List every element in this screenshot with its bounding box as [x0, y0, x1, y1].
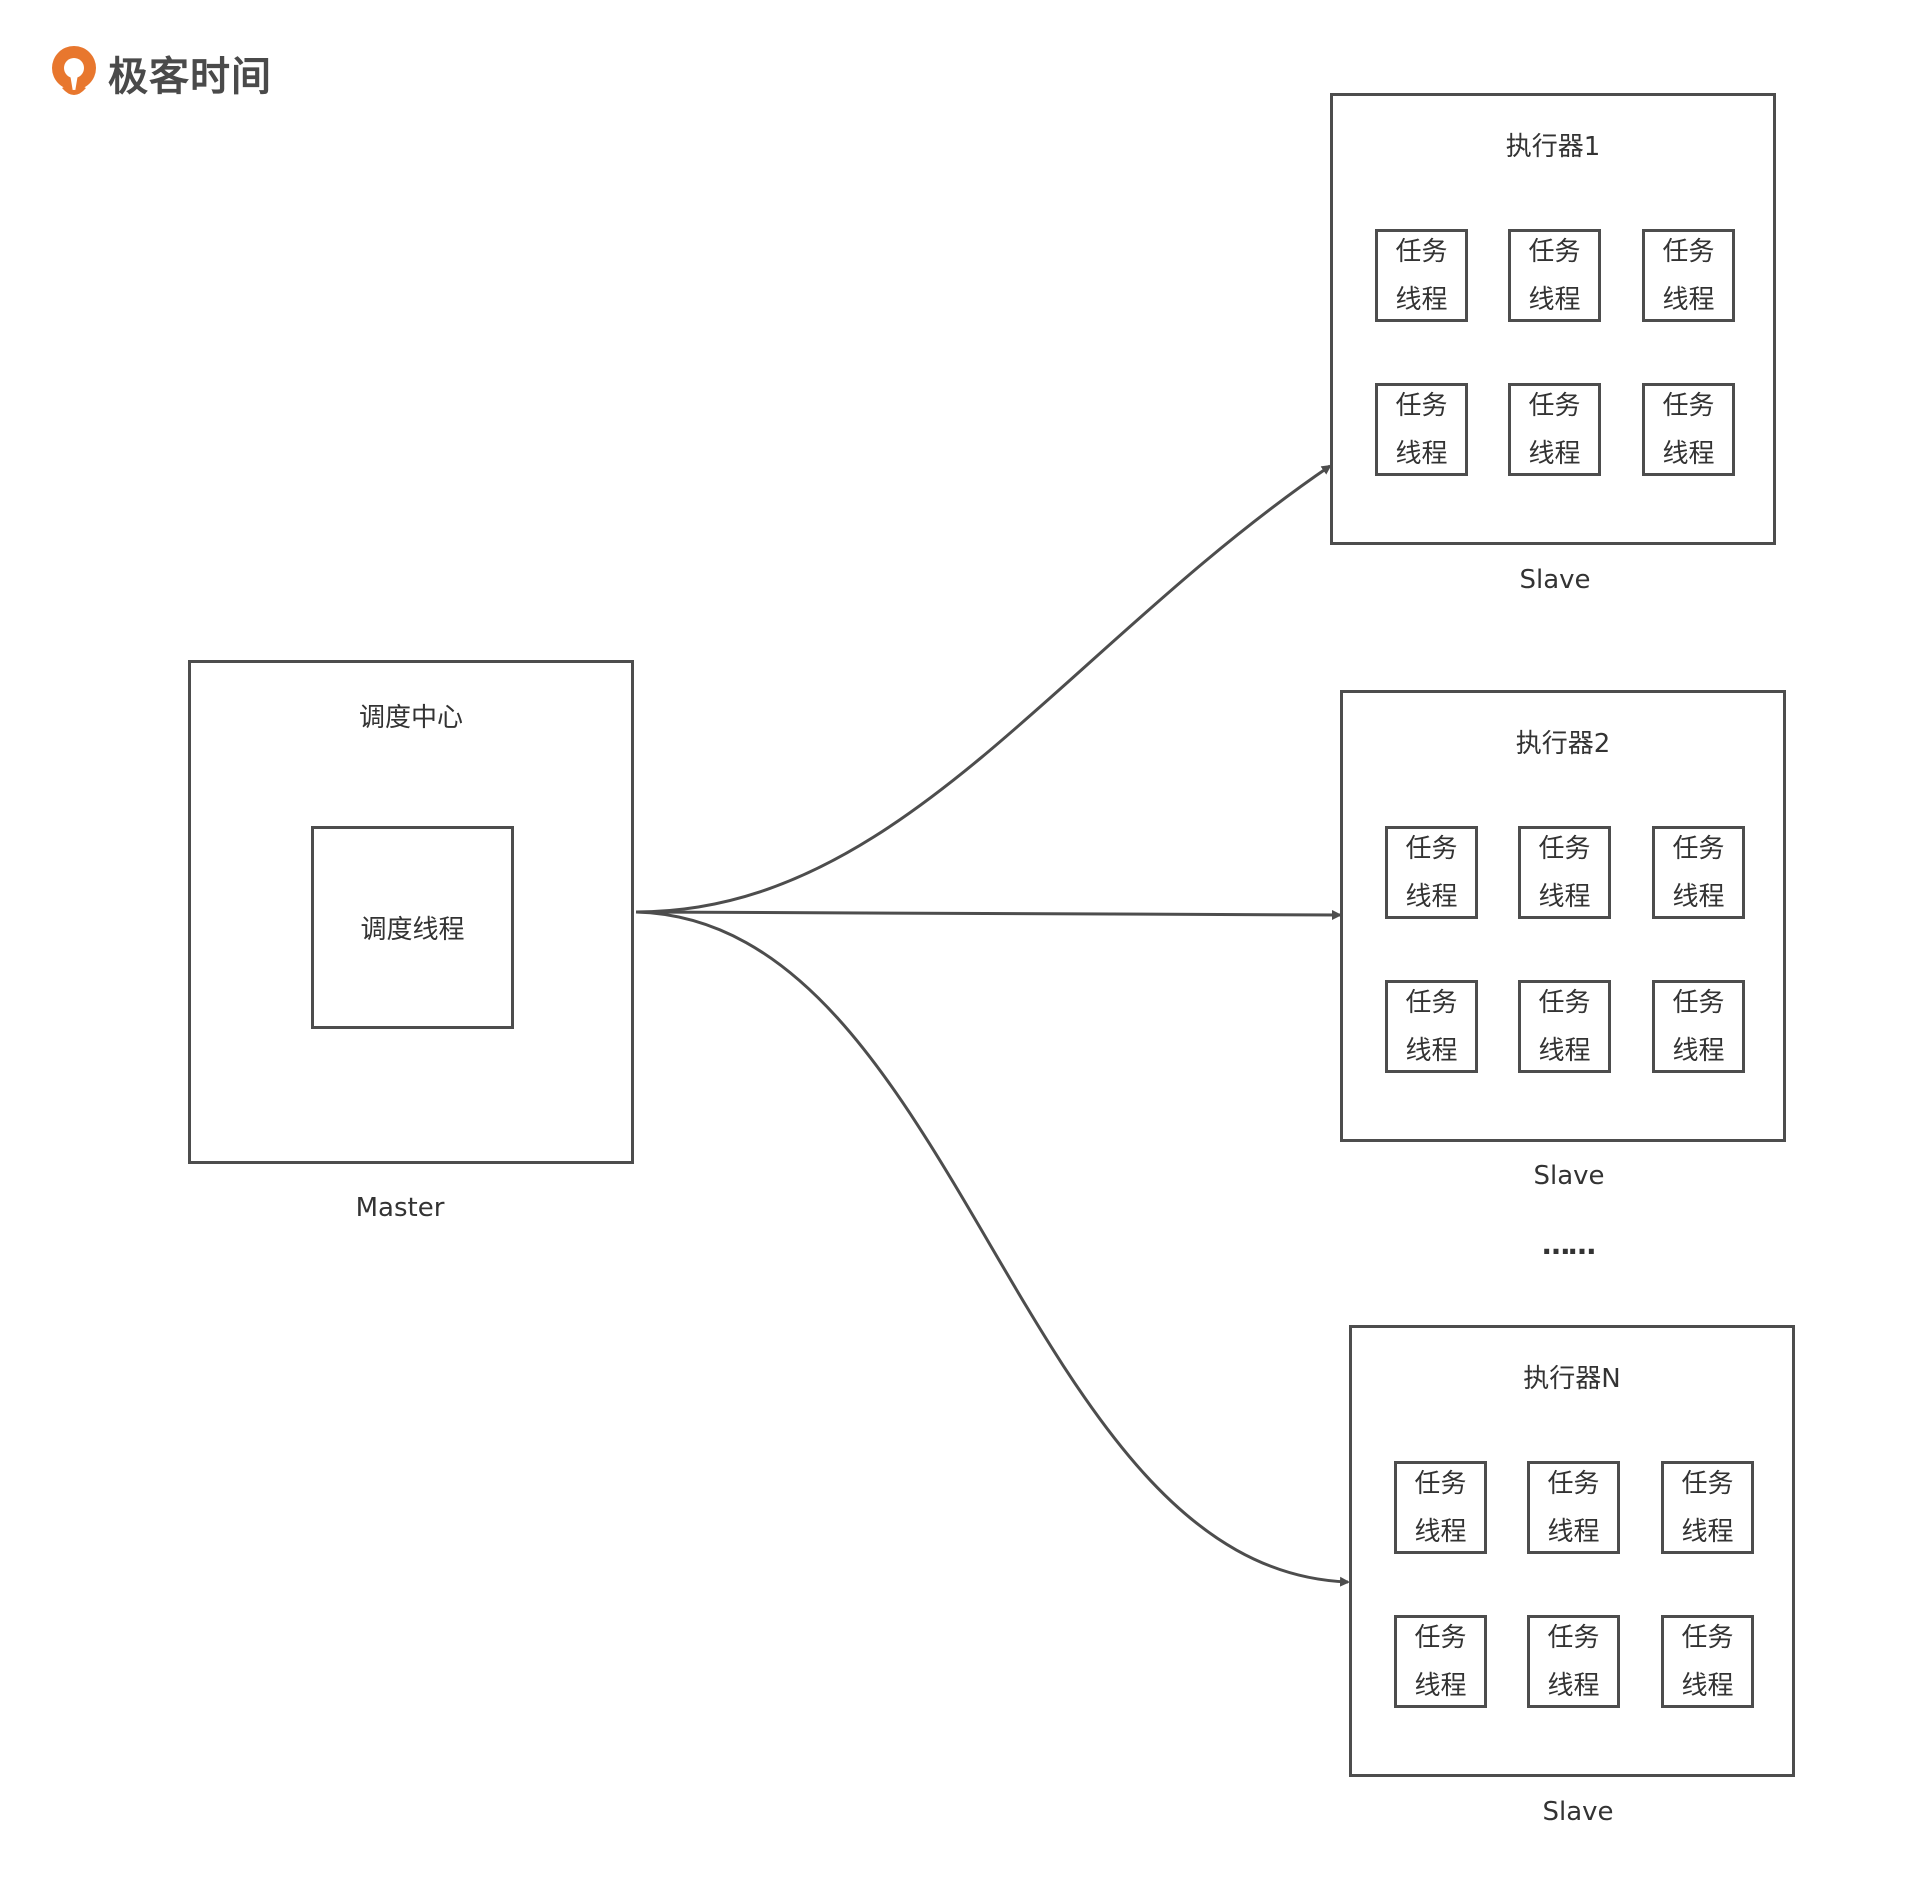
geektime-logo-icon	[52, 46, 96, 98]
task-thread-label-line1: 任务	[1547, 1622, 1600, 1653]
task-thread-label-line1: 任务	[1672, 987, 1725, 1018]
executor-box-2: 执行器2 任务线程任务线程任务线程任务线程任务线程任务线程	[1340, 690, 1786, 1142]
task-thread-box: 任务线程	[1642, 383, 1735, 476]
task-thread-label-line1: 任务	[1405, 833, 1458, 864]
task-thread-label-line2: 线程	[1414, 1516, 1467, 1547]
task-thread-box: 任务线程	[1652, 826, 1745, 919]
task-thread-box: 任务线程	[1518, 980, 1611, 1073]
brand-logo-text: 极客时间	[108, 54, 272, 100]
scheduler-thread-box: 调度线程	[311, 826, 514, 1029]
task-thread-label-line2: 线程	[1395, 438, 1448, 469]
task-thread-box: 任务线程	[1385, 826, 1478, 919]
task-thread-label-line1: 任务	[1538, 833, 1591, 864]
task-thread-label-line2: 线程	[1672, 1035, 1725, 1066]
task-thread-box: 任务线程	[1375, 229, 1468, 322]
arrow-to-executor-1	[635, 464, 1332, 914]
master-title: 调度中心	[358, 703, 463, 733]
task-thread-box: 任务线程	[1661, 1461, 1754, 1554]
executor-title: 执行器1	[1505, 132, 1601, 162]
task-thread-label-line2: 线程	[1681, 1670, 1734, 1701]
task-thread-label-line2: 线程	[1662, 284, 1715, 315]
arrow-to-executor-n	[635, 910, 1350, 1587]
task-thread-label-line2: 线程	[1538, 1035, 1591, 1066]
task-thread-box: 任务线程	[1508, 229, 1601, 322]
executor-box-n: 执行器N 任务线程任务线程任务线程任务线程任务线程任务线程	[1349, 1325, 1795, 1777]
executor-caption-1: Slave	[1519, 565, 1591, 595]
brand-logo: 极客时间	[48, 44, 272, 102]
task-thread-label-line1: 任务	[1681, 1468, 1734, 1499]
task-thread-label-line2: 线程	[1395, 284, 1448, 315]
task-thread-label-line2: 线程	[1672, 881, 1725, 912]
task-thread-label-line1: 任务	[1547, 1468, 1600, 1499]
task-thread-label-line2: 线程	[1405, 881, 1458, 912]
task-thread-label-line1: 任务	[1662, 236, 1715, 267]
task-thread-label-line2: 线程	[1662, 438, 1715, 469]
task-thread-label-line1: 任务	[1538, 987, 1591, 1018]
executor-title: 执行器2	[1515, 729, 1611, 759]
arrow-to-executor-2	[635, 909, 1342, 920]
executor-title: 执行器N	[1523, 1364, 1621, 1394]
task-thread-label-line1: 任务	[1672, 833, 1725, 864]
task-thread-box: 任务线程	[1508, 383, 1601, 476]
task-thread-box: 任务线程	[1661, 1615, 1754, 1708]
task-thread-box: 任务线程	[1394, 1461, 1487, 1554]
task-thread-label-line1: 任务	[1395, 236, 1448, 267]
task-thread-label-line1: 任务	[1681, 1622, 1734, 1653]
task-thread-box: 任务线程	[1642, 229, 1735, 322]
task-thread-label-line1: 任务	[1395, 390, 1448, 421]
task-thread-box: 任务线程	[1527, 1615, 1620, 1708]
task-thread-label-line1: 任务	[1405, 987, 1458, 1018]
task-thread-label-line2: 线程	[1528, 284, 1581, 315]
task-thread-label-line2: 线程	[1547, 1670, 1600, 1701]
task-thread-label-line1: 任务	[1528, 390, 1581, 421]
task-thread-box: 任务线程	[1518, 826, 1611, 919]
task-thread-label-line2: 线程	[1528, 438, 1581, 469]
more-executors-ellipsis: ……	[1542, 1228, 1596, 1261]
task-thread-label-line2: 线程	[1538, 881, 1591, 912]
task-thread-box: 任务线程	[1394, 1615, 1487, 1708]
task-thread-label-line1: 任务	[1528, 236, 1581, 267]
master-caption: Master	[355, 1193, 445, 1223]
master-box: 调度中心 调度线程	[188, 660, 634, 1164]
task-thread-label-line2: 线程	[1681, 1516, 1734, 1547]
task-thread-box: 任务线程	[1375, 383, 1468, 476]
executor-caption-n: Slave	[1542, 1797, 1614, 1827]
executor-box-1: 执行器1 任务线程任务线程任务线程任务线程任务线程任务线程	[1330, 93, 1776, 545]
executor-caption-2: Slave	[1533, 1161, 1605, 1191]
task-thread-label-line2: 线程	[1405, 1035, 1458, 1066]
task-thread-label-line1: 任务	[1662, 390, 1715, 421]
task-thread-label-line2: 线程	[1414, 1670, 1467, 1701]
task-thread-label-line1: 任务	[1414, 1622, 1467, 1653]
task-thread-label-line1: 任务	[1414, 1468, 1467, 1499]
task-thread-box: 任务线程	[1527, 1461, 1620, 1554]
scheduler-thread-label: 调度线程	[360, 915, 465, 945]
task-thread-label-line2: 线程	[1547, 1516, 1600, 1547]
task-thread-box: 任务线程	[1385, 980, 1478, 1073]
task-thread-box: 任务线程	[1652, 980, 1745, 1073]
